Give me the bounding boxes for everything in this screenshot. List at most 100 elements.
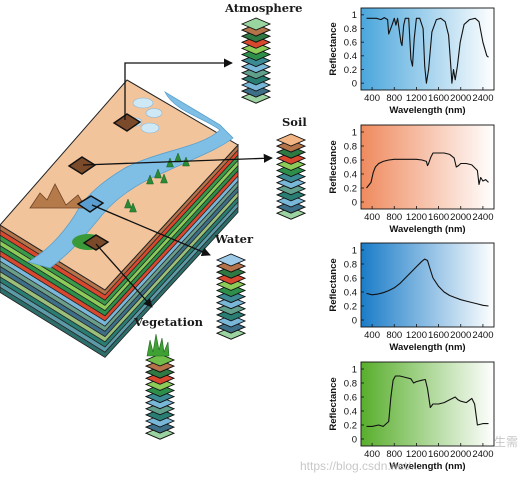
stack-water [215,253,247,340]
stack-layer [275,133,307,147]
reflectance-curve [366,375,489,427]
y-tick-label: 1 [352,364,357,375]
y-tick-label: 1 [352,127,357,138]
reflectance-curve [366,17,489,84]
x-tick-label: 1600 [428,449,449,460]
y-tick-label: 0.4 [344,406,357,417]
y-tick-label: 0.2 [344,301,357,312]
x-tick-label: 400 [364,449,380,460]
tree [166,157,174,168]
watermark-text: https://blog.csdn.net/... [300,459,421,473]
arrow-atmosphere [124,58,233,120]
y-axis-title: Reflectance [328,140,339,193]
x-tick-label: 1200 [406,93,427,104]
y-tick-label: 0 [352,197,357,208]
tree [160,173,168,184]
x-tick-label: 1600 [428,93,449,104]
x-tick-label: 2000 [450,330,471,341]
x-axis-title: Wavelength (nm) [389,461,465,472]
x-axis-title: Wavelength (nm) [389,342,465,353]
arrow-vegetation [95,243,153,308]
y-tick-label: 0.8 [344,378,357,389]
x-tick-label: 1200 [406,212,427,223]
watermark-cn: 生需 [494,435,518,449]
grass-tuft [146,333,170,357]
y-tick-label: 1 [352,245,357,256]
arrows [82,58,273,308]
x-tick-label: 1600 [428,212,449,223]
x-tick-label: 800 [386,93,402,104]
y-axis-title: Reflectance [328,22,339,75]
y-tick-label: 0.6 [344,37,357,48]
tree [129,202,137,213]
y-tick-label: 0.4 [344,51,357,62]
y-tick-label: 0.4 [344,287,357,298]
x-tick-label: 1600 [428,330,449,341]
x-tick-label: 800 [386,330,402,341]
reflectance-curve [366,152,489,189]
x-tick-label: 1200 [406,330,427,341]
x-tick-label: 2000 [450,212,471,223]
y-tick-label: 0.8 [344,259,357,270]
x-tick-label: 2400 [472,330,493,341]
sample-patch-atmosphere [112,113,142,132]
sample-patch-vegetation [82,234,110,251]
x-tick-label: 1200 [406,449,427,460]
arrow-soil [82,153,273,166]
tree [154,168,162,179]
y-tick-label: 0 [352,315,357,326]
plot-area [360,361,495,447]
x-tick-label: 800 [386,449,402,460]
arrow-water [91,204,211,256]
tree [124,198,132,209]
river [26,90,234,269]
y-axis-title: Reflectance [328,258,339,311]
tree [146,174,154,185]
terrain-layer-stack [0,143,239,358]
terrain-block [0,79,239,358]
stack-atmosphere [240,17,272,104]
y-tick-label: 0.6 [344,155,357,166]
x-axis-title: Wavelength (nm) [389,105,465,116]
stack-layer [240,17,272,31]
label-vegetation: Vegetation [133,315,204,329]
y-tick-label: 0.2 [344,65,357,76]
x-tick-label: 2000 [450,449,471,460]
x-tick-label: 2400 [472,93,493,104]
label-atmosphere: Atmosphere [224,1,302,15]
label-water: Water [214,232,254,246]
trees [124,152,190,213]
x-tick-label: 2000 [450,93,471,104]
label-soil: Soil [282,115,307,129]
y-tick-label: 0.6 [344,392,357,403]
stack-soil [275,133,307,220]
y-tick-label: 0.2 [344,420,357,431]
stack-vegetation [144,353,176,440]
stack-layer [215,253,247,267]
y-tick-label: 1 [352,10,357,21]
x-tick-label: 400 [364,330,380,341]
y-tick-label: 0 [352,434,357,445]
y-tick-label: 0 [352,78,357,89]
y-tick-label: 0.8 [344,24,357,35]
x-tick-label: 400 [364,212,380,223]
y-tick-label: 0.4 [344,169,357,180]
y-tick-label: 0.6 [344,273,357,284]
x-tick-label: 2400 [472,449,493,460]
plot-area [360,124,495,210]
x-tick-label: 2400 [472,212,493,223]
x-tick-label: 400 [364,93,380,104]
y-axis-title: Reflectance [328,377,339,430]
y-tick-label: 0.2 [344,183,357,194]
x-tick-label: 800 [386,212,402,223]
plot-area [360,242,495,328]
reflectance-curve [366,258,489,307]
x-axis-title: Wavelength (nm) [389,224,465,235]
